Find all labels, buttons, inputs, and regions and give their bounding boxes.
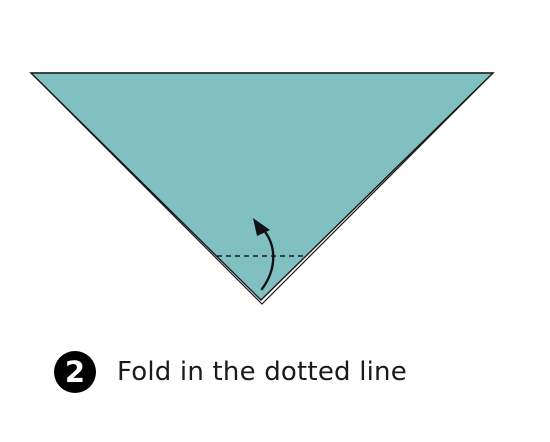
- curved-fold-arrow-icon: [253, 218, 275, 291]
- step-instruction-text: Fold in the dotted line: [117, 357, 407, 387]
- step-number-badge: 2: [54, 351, 96, 393]
- paper-triangle: [29, 72, 495, 301]
- step-instruction: 2 Fold in the dotted line: [54, 351, 407, 393]
